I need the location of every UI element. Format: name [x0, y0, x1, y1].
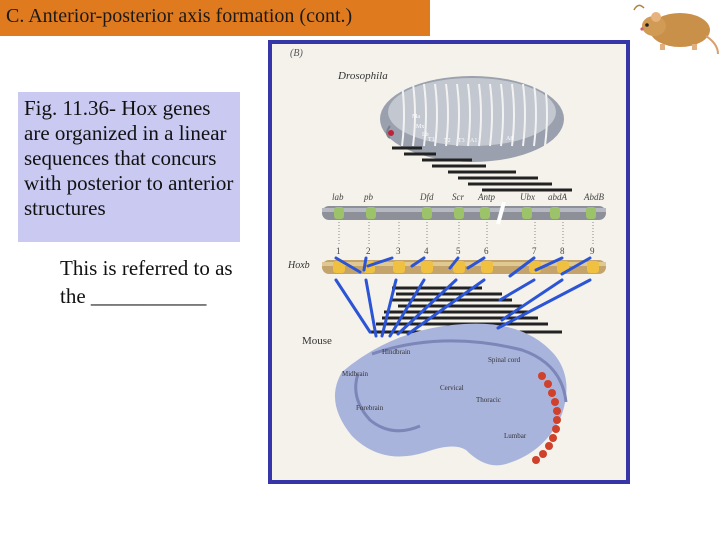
connector-line — [334, 278, 372, 334]
note-line-2: the ___________ — [60, 284, 207, 308]
note-line-1: This is referred to as — [60, 256, 233, 280]
somite — [549, 434, 557, 442]
somite — [548, 389, 556, 397]
connector-line — [448, 256, 460, 270]
hoxb-gene-number: 9 — [590, 246, 595, 256]
mouse-region-label: Lumbar — [504, 432, 527, 440]
hoxb-gene-block — [481, 261, 493, 273]
connector-line — [366, 256, 394, 268]
drosophila-expression-bars — [392, 146, 572, 192]
slide-title: C. Anterior-posterior axis formation (co… — [6, 5, 353, 27]
hoxb-gene-number: 5 — [456, 246, 461, 256]
connector-lines — [334, 256, 592, 338]
connector-line — [534, 256, 564, 272]
connector-line — [362, 256, 368, 272]
fly-gene-name: Antp — [477, 192, 495, 202]
hoxb-gene-number: 4 — [424, 246, 429, 256]
slide-title-box: C. Anterior-posterior axis formation (co… — [0, 0, 430, 36]
fly-segment-label: Mx — [416, 124, 424, 130]
hoxb-gene-number: 1 — [336, 246, 341, 256]
fly-gene-block — [480, 207, 490, 219]
panel-label: (B) — [290, 48, 303, 59]
fly-segment-label: A1 — [470, 138, 477, 144]
fly-gene-block — [454, 207, 464, 219]
somite — [532, 456, 540, 464]
hoxb-gene-block — [587, 261, 599, 273]
somite — [551, 398, 559, 406]
figure-caption: Fig. 11.36- Hox genes are organized in a… — [24, 96, 234, 220]
drosophila-label: Drosophila — [337, 70, 388, 82]
somite — [545, 442, 553, 450]
connector-line — [498, 278, 536, 302]
fly-segment-label: T1 — [428, 137, 435, 143]
fly-segment-label: T2 — [444, 138, 451, 144]
drosophila-chromosome — [322, 201, 606, 225]
fly-gene-block — [334, 207, 344, 219]
hoxb-gene-block — [333, 261, 345, 273]
hoxb-gene-number: 6 — [484, 246, 489, 256]
fly-gene-block — [522, 207, 532, 219]
fly-gene-name: lab — [332, 192, 344, 202]
connector-line — [396, 278, 458, 336]
fly-segment-label: Lb — [422, 132, 429, 138]
fly-gene-name: abdA — [548, 192, 568, 202]
hoxb-gene-number: 7 — [532, 246, 537, 256]
connector-line — [334, 256, 362, 274]
somite — [538, 372, 546, 380]
mouse-region-label: Midbrain — [342, 370, 369, 378]
fly-gene-name: Dfd — [419, 192, 434, 202]
mouse-region-label: Cervical — [440, 384, 464, 392]
somite — [552, 425, 560, 433]
fly-gene-block — [550, 207, 560, 219]
mouse-region-label: Spinal cord — [488, 356, 521, 364]
hoxb-label: Hoxb — [287, 260, 310, 271]
fly-gene-block — [586, 207, 596, 219]
fly-segment-label: T3 — [458, 138, 465, 144]
rat-image — [633, 4, 719, 55]
hoxb-gene-number: 2 — [366, 246, 371, 256]
somite — [539, 450, 547, 458]
fly-segment-label: Ma — [412, 114, 420, 120]
hoxb-gene-number: 8 — [560, 246, 565, 256]
fly-gene-name: Scr — [452, 192, 464, 202]
figure-caption-box: Fig. 11.36- Hox genes are organized in a… — [18, 92, 240, 242]
connector-line — [508, 256, 536, 278]
connector-line — [406, 278, 486, 336]
mouse-expression-bars — [370, 286, 562, 334]
hoxb-gene-number: 3 — [396, 246, 401, 256]
connector-line — [410, 256, 426, 268]
fly-gene-block — [366, 207, 376, 219]
fly-segment-label: A8 — [506, 136, 513, 142]
connector-line — [388, 278, 426, 338]
somite — [553, 407, 561, 415]
hoxb-gene-block — [453, 261, 465, 273]
fly-gene-name: Ubx — [520, 192, 535, 202]
connector-line — [364, 278, 378, 338]
fill-in-note: This is referred to as the ___________ — [60, 254, 233, 310]
fly-gene-name: AbdB — [583, 192, 604, 202]
mouse-region-label: Hindbrain — [382, 348, 411, 356]
hoxb-gene-block — [421, 261, 433, 273]
hoxb-gene-block — [393, 261, 405, 273]
mouse-label: Mouse — [302, 335, 332, 347]
connector-line — [466, 256, 486, 270]
connector-line — [560, 256, 592, 276]
somite — [553, 416, 561, 424]
somite — [544, 380, 552, 388]
connector-line — [496, 278, 592, 330]
mouse-region-label: Forebrain — [356, 404, 384, 412]
fly-gene-block — [422, 207, 432, 219]
connector-line — [380, 278, 398, 338]
fly-gene-name: pb — [363, 192, 374, 202]
mouse-region-label: Thoracic — [476, 396, 501, 404]
connector-line — [500, 278, 564, 322]
